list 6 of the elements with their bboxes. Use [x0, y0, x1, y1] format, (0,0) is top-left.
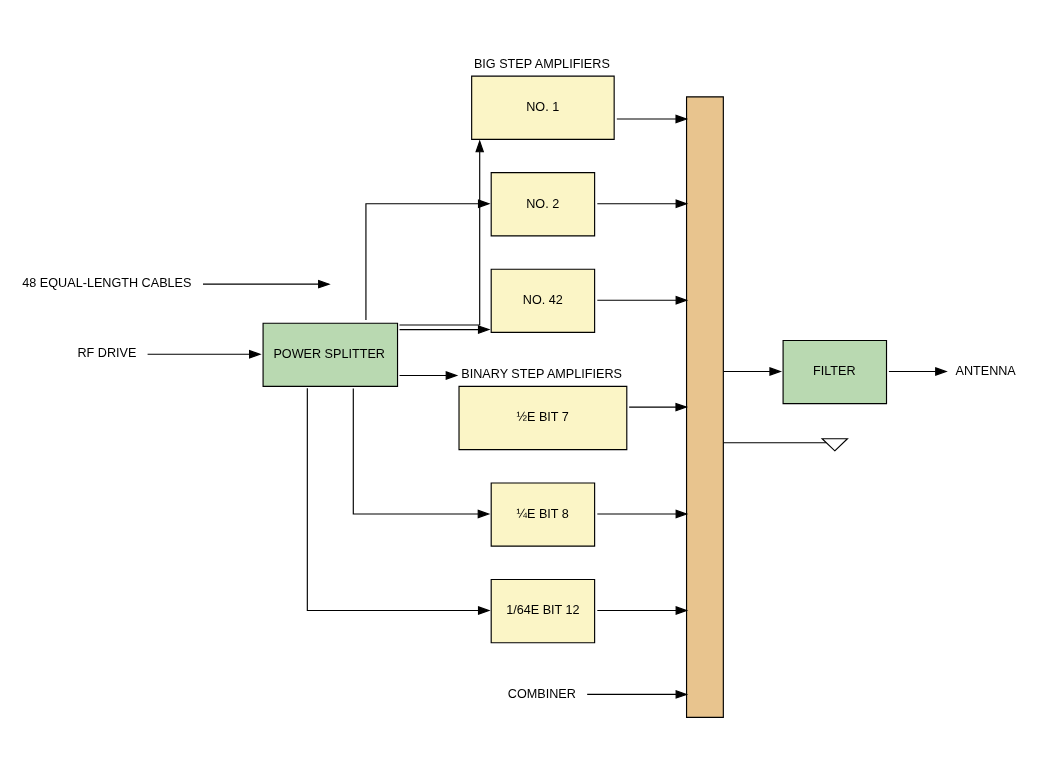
- node-label: BINARY STEP AMPLIFIERS: [461, 367, 622, 382]
- node-text: COMBINER: [507, 686, 576, 701]
- node-label: BIG STEP AMPLIFIERS: [473, 56, 610, 71]
- node-text: RF DRIVE: [77, 346, 137, 361]
- node-text: 48 EQUAL-LENGTH CABLES: [22, 276, 192, 291]
- node-text: ANTENNA: [955, 363, 1016, 378]
